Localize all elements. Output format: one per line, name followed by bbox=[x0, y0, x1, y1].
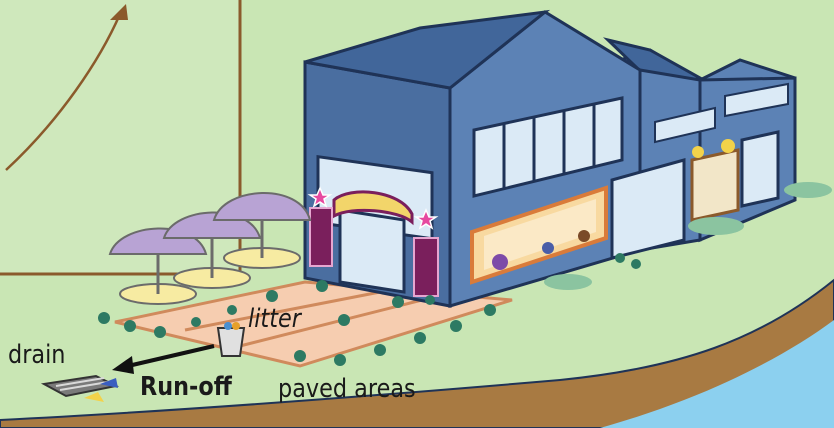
sign-right bbox=[414, 238, 438, 296]
runoff-label: Run-off bbox=[140, 372, 232, 402]
drain-label: drain bbox=[8, 340, 65, 370]
paved-areas-label: paved areas bbox=[278, 374, 416, 404]
sign-left bbox=[310, 208, 332, 266]
flower-icon bbox=[721, 139, 735, 153]
flower-icon bbox=[692, 146, 704, 158]
litter-label: litter bbox=[248, 304, 301, 334]
litter-bin bbox=[218, 322, 244, 356]
